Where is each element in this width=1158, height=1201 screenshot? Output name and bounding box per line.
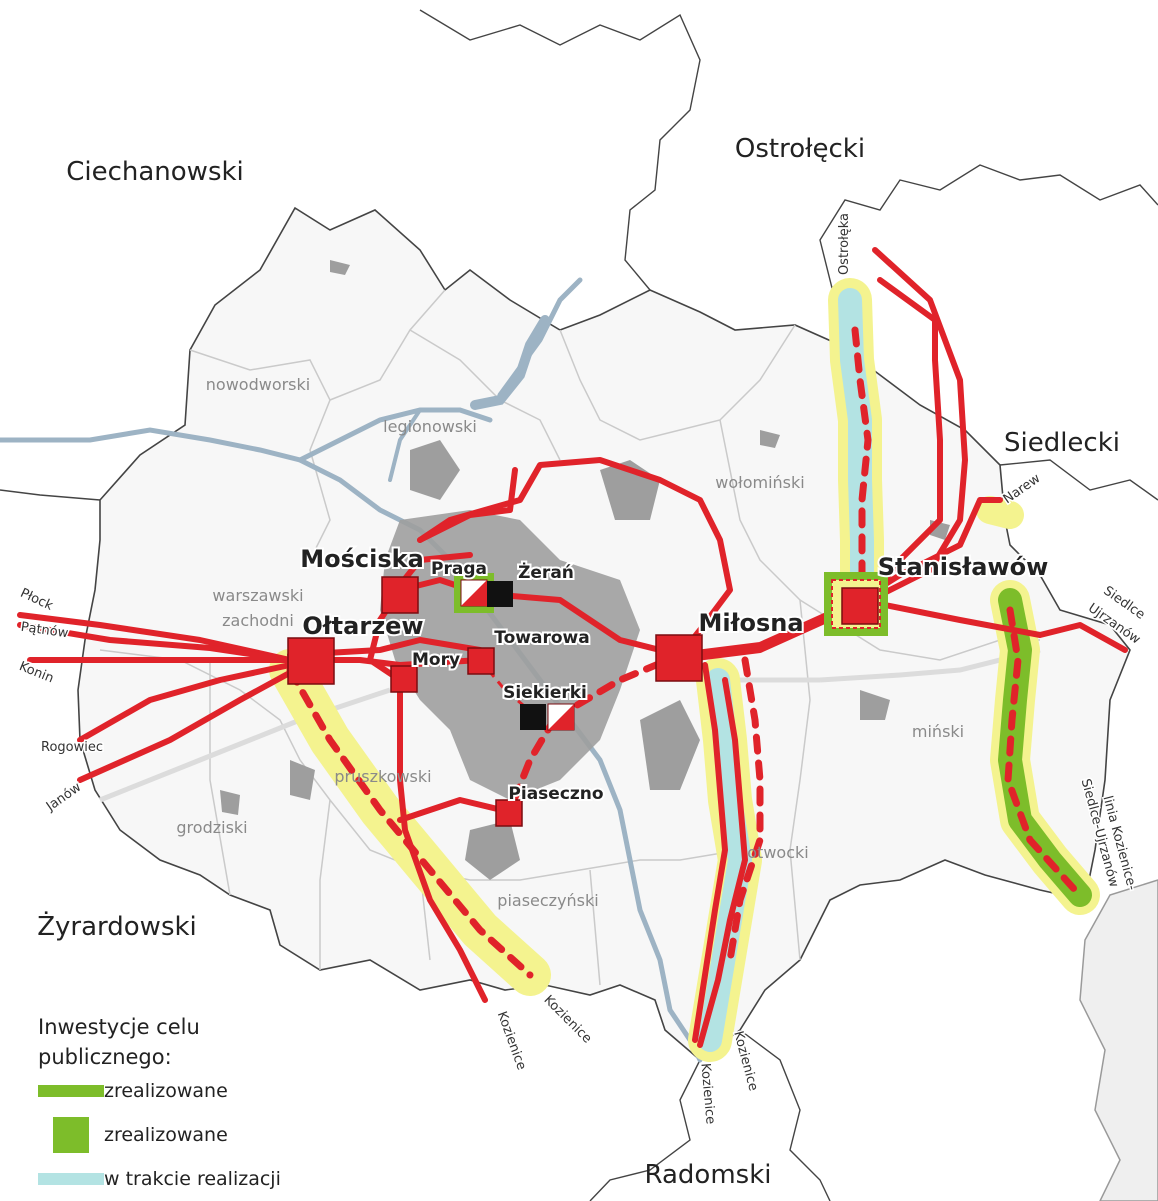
county-label: grodziski (176, 818, 247, 837)
county-label: wołomiński (715, 473, 804, 492)
station-siekierki-black[interactable] (520, 704, 546, 730)
line-direction-label: Janów (43, 780, 84, 815)
county-label: warszawski (212, 586, 303, 605)
line-direction-label: Ostrołęka (837, 213, 852, 275)
voivodeship-boundary (419, 9, 701, 291)
region-label: Ciechanowski (66, 157, 244, 187)
line-direction-label: Kozienice (730, 1030, 760, 1093)
planned-power-lines (286, 326, 1079, 979)
line-direction-label: Rogowiec (41, 740, 103, 755)
power-lines (17, 247, 1128, 1048)
station-label: Siekierki (503, 683, 587, 703)
county-label: miński (912, 722, 964, 741)
legend-swatch-green-line (38, 1085, 104, 1097)
county-label: otwocki (747, 843, 808, 862)
station-towarowa[interactable] (467, 647, 495, 675)
station-piaseczno[interactable] (495, 799, 523, 827)
county-label: piaseczyński (497, 891, 598, 910)
region-label: Ostrołęcki (735, 134, 865, 164)
legend-label: zrealizowane (104, 1124, 228, 1146)
station-label: Praga (431, 559, 487, 579)
station-label: Towarowa (494, 628, 589, 648)
line-direction-label: Płock (18, 586, 56, 614)
county-label: zachodni (222, 611, 294, 630)
county-label: nowodworski (206, 375, 310, 394)
region-label: Radomski (645, 1160, 772, 1190)
station-label: Stanisławów (878, 553, 1048, 581)
station-moscicka[interactable] (381, 576, 419, 614)
station-milosna[interactable] (655, 634, 703, 682)
legend-item-done-square: zrealizowane (38, 1110, 358, 1160)
voivodeship-boundary (819, 164, 1158, 346)
legend-label: zrealizowane (104, 1080, 228, 1102)
county-label: legionowski (383, 417, 477, 436)
line-direction-label: Konin (17, 659, 56, 686)
station-label: Żerań (518, 561, 574, 583)
legend-title-2: publicznego: (38, 1045, 172, 1069)
station-praga-half (461, 580, 487, 606)
legend-item-done-line: zrealizowane (38, 1072, 358, 1110)
line-direction-label: Kozienice (494, 1009, 529, 1072)
legend-swatch-green-square (53, 1117, 89, 1153)
region-label: Żyrardowski (37, 910, 197, 942)
station-stanislawow[interactable] (841, 587, 879, 625)
county-label: pruszkowski (334, 767, 431, 786)
station-mory[interactable] (390, 665, 418, 693)
voivodeship-boundary (0, 489, 101, 501)
voivodeship-boundary (739, 1029, 831, 1201)
legend-title-1: Inwestycje celu (38, 1015, 200, 1039)
station-label: Miłosna (698, 609, 803, 637)
legend-swatch-blue-line (38, 1173, 104, 1185)
neighbour-area (1079, 879, 1158, 1201)
station-label: Mościska (300, 545, 424, 573)
legend: Inwestycje celu publicznego: zrealizowan… (38, 1012, 358, 1198)
stations (287, 572, 888, 827)
region-label: Siedlecki (1004, 428, 1120, 458)
legend-label: w trakcie realizacji (104, 1168, 281, 1190)
rivers (0, 277, 703, 1063)
line-direction-label: Kozienice (697, 1063, 717, 1125)
station-label: Piaseczno (508, 784, 603, 804)
station-siekierki-half (548, 704, 574, 730)
line-direction-label: Narew (1001, 471, 1044, 507)
station-label: Ołtarzew (302, 612, 423, 640)
station-oltarzew[interactable] (287, 637, 335, 685)
voivodeship-boundary (999, 459, 1158, 501)
station-zeran[interactable] (487, 581, 513, 607)
voivodeship-boundary (589, 1059, 701, 1201)
line-direction-label: Kozienice (541, 993, 595, 1047)
legend-item-in-progress: w trakcie realizacji (38, 1160, 358, 1198)
station-label: Mory (412, 650, 460, 670)
